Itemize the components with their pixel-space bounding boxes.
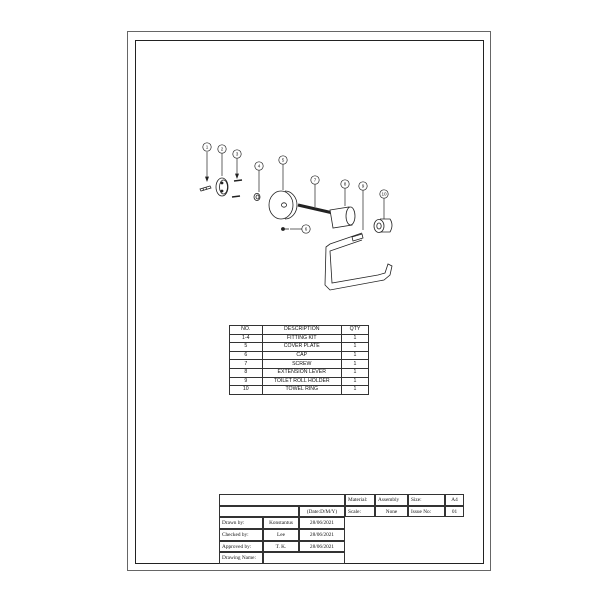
cell-no: 6 <box>229 350 263 361</box>
table-row: 5 COVER PLATE 1 <box>229 342 369 352</box>
title-block-blank <box>219 506 299 517</box>
material-label: Material: <box>345 494 375 506</box>
cell-qty: 1 <box>341 350 369 361</box>
approved-by-label: Approved by: <box>219 541 263 552</box>
callout-4 <box>254 161 264 171</box>
cell-description: TOWEL RING <box>261 385 343 395</box>
material-value: Assembly <box>375 494 408 506</box>
part-mounting-plate <box>215 177 229 197</box>
callout-labels: 1 2 3 4 5 6 7 8 9 10 <box>206 145 387 232</box>
cell-description: FITTING KIT <box>261 333 343 344</box>
parts-table: NO. DESCRIPTION QTY 1-4 FITTING KIT 1 5 … <box>229 325 369 395</box>
part-cap <box>281 227 289 231</box>
checked-by-name: Lee <box>263 529 299 541</box>
date-format: (Date:D/M/Y) <box>299 506 345 517</box>
part-threaded-screw <box>297 203 334 215</box>
issue-label: Issue No: <box>408 506 445 517</box>
cell-no: 10 <box>229 385 263 395</box>
cell-description: SCREW <box>261 359 343 369</box>
scale-label: Scale: <box>345 506 375 517</box>
cell-no: 7 <box>229 359 263 369</box>
header-no: NO. <box>229 325 263 335</box>
approved-by-date: 28/06/2021 <box>299 541 345 552</box>
drawn-by-date: 28/06/2021 <box>299 517 345 529</box>
table-row: 1-4 FITTING KIT 1 <box>229 333 369 344</box>
cell-description: COVER PLATE <box>261 342 343 352</box>
drawing-name-value <box>263 552 345 564</box>
checked-by-label: Checked by: <box>219 529 263 541</box>
drawn-by-label: Drawn by: <box>219 517 263 529</box>
part-cover-plate <box>268 190 298 220</box>
callout-label: 5 <box>282 158 285 163</box>
callout-9 <box>358 181 368 191</box>
callout-label: 6 <box>305 227 308 232</box>
cell-description: TOILET ROLL HOLDER <box>261 376 343 387</box>
cell-no: 9 <box>229 376 263 387</box>
callout-label: 7 <box>314 178 317 183</box>
callout-label: 8 <box>344 182 347 187</box>
callout-label: 3 <box>236 152 239 157</box>
part-nut <box>253 192 261 201</box>
title-block: Material: Assembly Size: A4 (Date:D/M/Y)… <box>219 494 464 564</box>
callout-5 <box>278 155 288 165</box>
table-row: 10 TOWEL RING 1 <box>229 385 369 395</box>
table-row: 9 TOILET ROLL HOLDER 1 <box>229 376 369 387</box>
cell-description: CAP <box>261 350 343 361</box>
table-row: 7 SCREW 1 <box>229 359 369 369</box>
callout-1 <box>202 142 212 152</box>
callout-label: 4 <box>258 164 261 169</box>
callout-6 <box>301 224 311 234</box>
part-extension-lever <box>329 206 356 229</box>
part-towel-ring <box>373 218 393 233</box>
issue-value: 01 <box>445 506 464 517</box>
table-row: 6 CAP 1 <box>229 350 369 361</box>
part-wall-plug <box>199 185 212 192</box>
header-description: DESCRIPTION <box>261 325 343 335</box>
checked-by-date: 28/06/2021 <box>299 529 345 541</box>
callout-10 <box>379 189 389 199</box>
cell-qty: 1 <box>341 367 369 378</box>
drawing-sheet <box>127 31 491 571</box>
cell-qty: 1 <box>341 385 369 395</box>
part-toilet-roll-holder <box>324 232 393 291</box>
scale-value: None <box>375 506 408 517</box>
callout-label: 1 <box>206 145 209 150</box>
callout-8 <box>340 179 350 189</box>
drawn-by-name: Konstantus <box>263 517 299 529</box>
header-qty: QTY <box>341 325 369 335</box>
size-label: Size: <box>408 494 445 506</box>
cell-qty: 1 <box>341 359 369 369</box>
title-block-header-blank <box>219 494 345 506</box>
cell-no: 1-4 <box>229 333 263 344</box>
callout-label: 2 <box>221 147 224 152</box>
size-value: A4 <box>445 494 464 506</box>
cell-qty: 1 <box>341 342 369 352</box>
part-screws <box>231 179 243 198</box>
callout-2 <box>217 144 227 154</box>
cell-no: 5 <box>229 342 263 352</box>
parts-table-header: NO. DESCRIPTION QTY <box>229 325 369 335</box>
callout-7 <box>310 175 320 185</box>
callout-label: 10 <box>381 192 387 197</box>
approved-by-name: T. K. <box>263 541 299 552</box>
leader-lines <box>204 152 385 230</box>
cell-no: 8 <box>229 367 263 378</box>
drawing-name-label: Drawing Name: <box>219 552 263 564</box>
callout-bubbles <box>202 142 389 234</box>
cell-qty: 1 <box>341 333 369 344</box>
cell-qty: 1 <box>341 376 369 387</box>
cell-description: EXTENSION LEVER <box>261 367 343 378</box>
table-row: 8 EXTENSION LEVER 1 <box>229 367 369 378</box>
callout-3 <box>232 149 242 159</box>
callout-label: 9 <box>362 184 365 189</box>
